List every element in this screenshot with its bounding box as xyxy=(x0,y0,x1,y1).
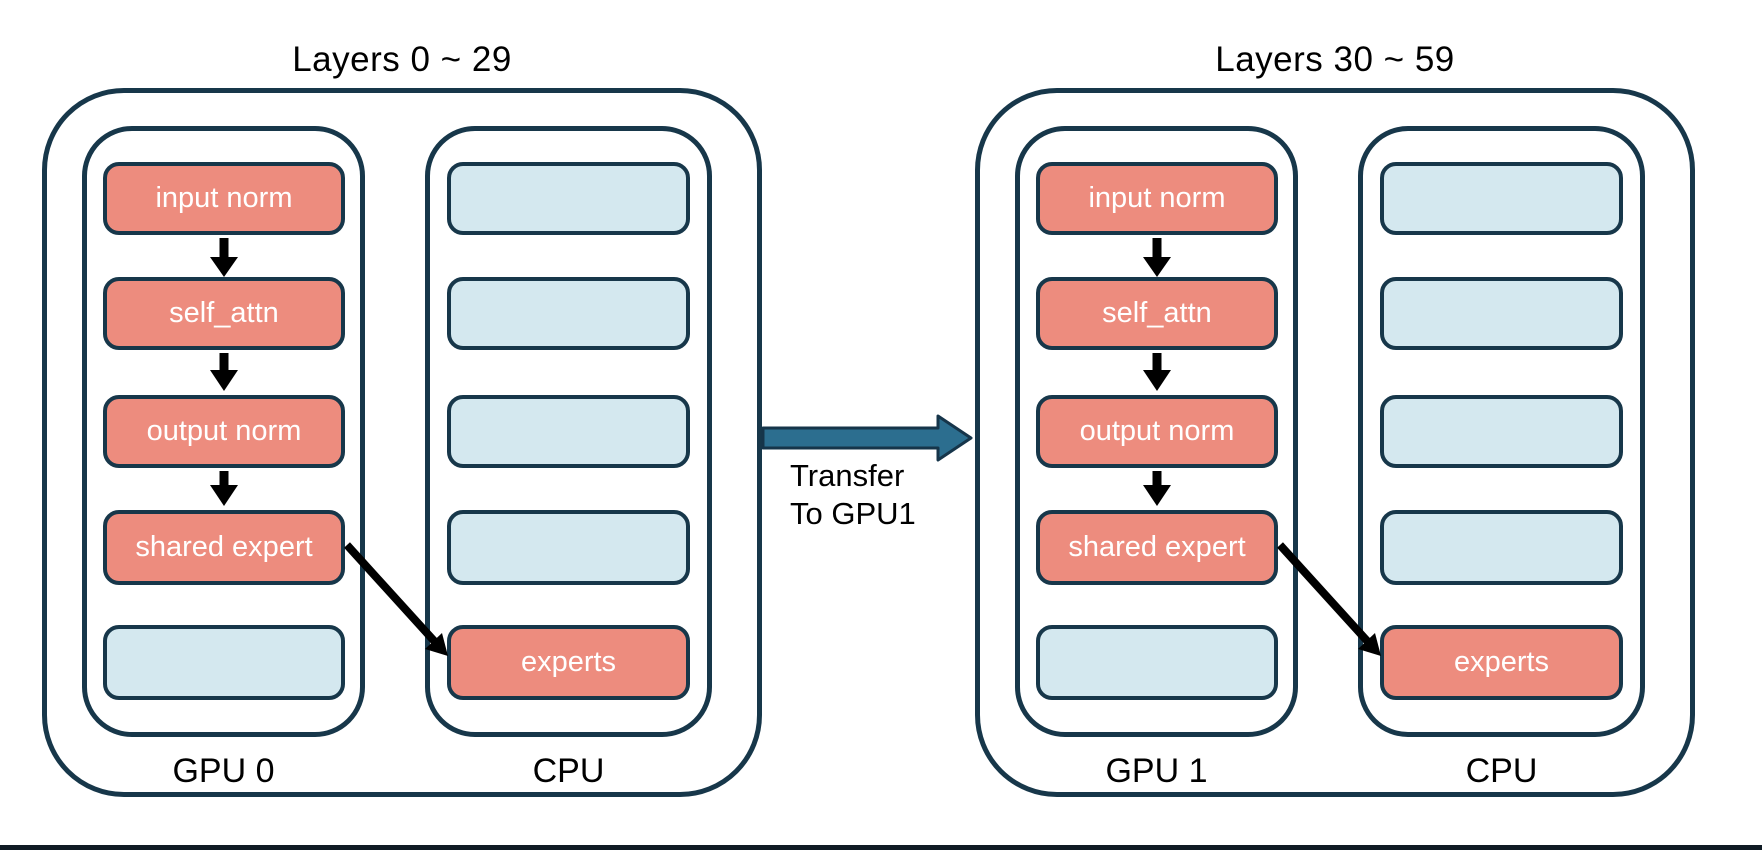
node-empty-slot xyxy=(447,510,690,585)
node-empty-slot xyxy=(447,162,690,235)
left-group-title: Layers 0 ~ 29 xyxy=(292,40,512,79)
node-input-norm: input norm xyxy=(1036,162,1278,235)
node-empty-slot xyxy=(1380,277,1623,350)
transfer-label-line1: Transfer xyxy=(790,458,905,493)
right-group-title: Layers 30 ~ 59 xyxy=(1215,40,1455,79)
node-experts: experts xyxy=(1380,625,1623,700)
node-empty-slot xyxy=(1380,162,1623,235)
transfer-arrow-icon xyxy=(761,414,973,462)
footer-accent-bar xyxy=(0,845,1762,850)
node-input-norm: input norm xyxy=(103,162,345,235)
node-self-attn: self_attn xyxy=(1036,277,1278,350)
transfer-label: Transfer To GPU1 xyxy=(790,457,916,533)
node-shared-expert: shared expert xyxy=(1036,510,1278,585)
node-output-norm: output norm xyxy=(1036,395,1278,468)
cpu-label-right: CPU xyxy=(1465,752,1538,790)
node-output-norm: output norm xyxy=(103,395,345,468)
node-empty-slot xyxy=(1380,395,1623,468)
node-empty-slot xyxy=(1380,510,1623,585)
node-experts: experts xyxy=(447,625,690,700)
node-self-attn: self_attn xyxy=(103,277,345,350)
node-empty-slot xyxy=(447,395,690,468)
node-empty-slot xyxy=(103,625,345,700)
node-empty-slot xyxy=(447,277,690,350)
cpu-label-left: CPU xyxy=(532,752,605,790)
node-shared-expert: shared expert xyxy=(103,510,345,585)
gpu1-label: GPU 1 xyxy=(1105,752,1208,790)
transfer-label-line2: To GPU1 xyxy=(790,496,916,531)
node-empty-slot xyxy=(1036,625,1278,700)
gpu0-label: GPU 0 xyxy=(172,752,275,790)
